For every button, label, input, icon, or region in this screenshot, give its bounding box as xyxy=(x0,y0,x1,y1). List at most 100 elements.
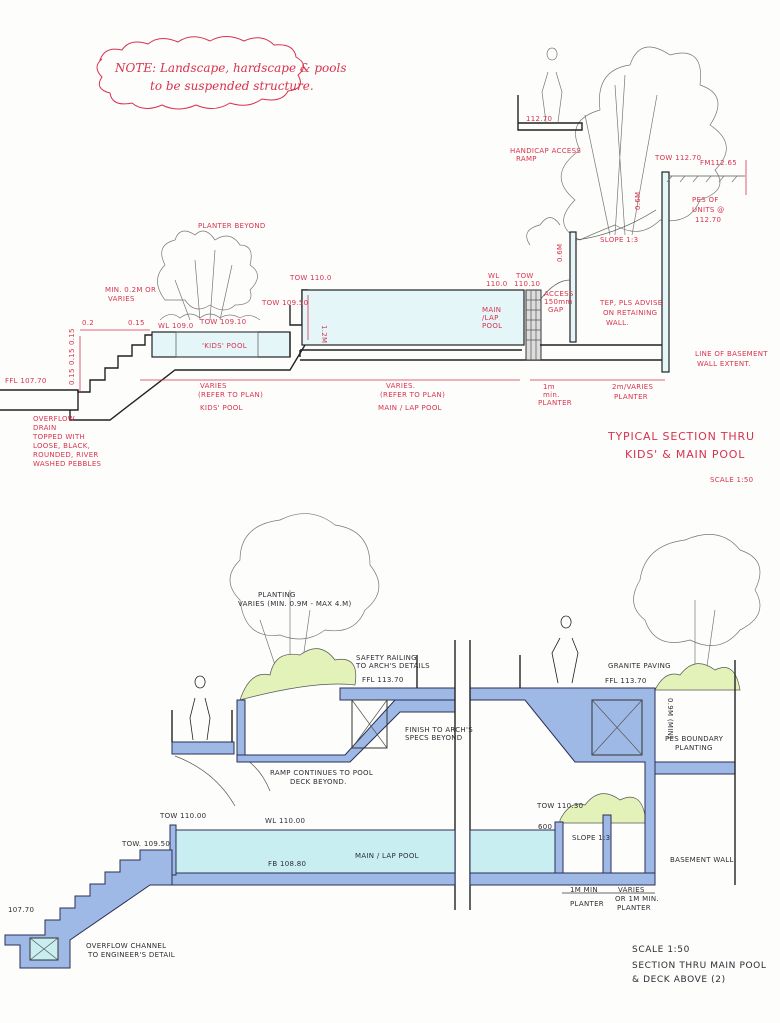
label-ffl-left: FFL 113.70 xyxy=(362,676,404,684)
bottom-section xyxy=(4,513,761,969)
handicap-ramp-outline xyxy=(517,95,583,131)
note-line-1: NOTE: Landscape, hardscape & pools xyxy=(114,61,347,75)
label-overflow-3: TOPPED WITH xyxy=(32,433,85,441)
label-dim-step3: 0.15 xyxy=(68,368,76,385)
note-line-2: to be suspended structure. xyxy=(150,79,314,93)
label-planter-2c: PLANTER xyxy=(617,904,651,912)
label-planter1-2: min. xyxy=(543,391,560,399)
label-tep-2: ON RETAINING xyxy=(603,309,657,317)
label-tep-1: TEP, PLS ADVISE xyxy=(599,299,662,307)
label-dim-step2: 0.15 xyxy=(68,348,76,365)
label-tep-3: WALL. xyxy=(606,319,629,327)
label-wl-11000: WL 110.00 xyxy=(265,817,305,825)
label-wl-main-2: 110.0 xyxy=(486,280,508,288)
label-wl-kids: WL 109.0 xyxy=(158,322,194,330)
tree-sketch xyxy=(526,46,727,246)
label-dim-06b: 0.6M xyxy=(634,192,642,210)
stairs-top xyxy=(77,334,152,393)
main-lap-pool xyxy=(301,289,525,346)
deck-slab-left xyxy=(339,687,456,701)
label-tow-11030: TOW 110.30 xyxy=(536,802,583,810)
retaining-wall-1 xyxy=(569,231,577,343)
label-planter2-2: PLANTER xyxy=(614,393,648,401)
label-dim-09-min: 0.9M (MIN) xyxy=(666,698,674,739)
label-tow-main-2: 110.10 xyxy=(514,280,540,288)
label-tow-kids: TOW 109.10 xyxy=(199,318,246,326)
label-pes-3: 112.70 xyxy=(695,216,721,224)
label-overflow-1: OVERFLOW CHANNEL xyxy=(86,942,166,950)
planter-plant-sketch xyxy=(157,230,261,321)
deck-right xyxy=(469,687,656,886)
bottom-section-title-1: SECTION THRU MAIN POOL xyxy=(632,961,766,971)
label-tow-10950: TOW 109.50 xyxy=(261,299,308,307)
label-kids-pool: 'KIDS' POOL xyxy=(202,342,247,350)
label-granite: GRANITE PAVING xyxy=(608,662,671,670)
label-handicap-2: RAMP xyxy=(516,155,537,163)
person-right xyxy=(551,615,579,684)
label-main-dim-3: MAIN / LAP POOL xyxy=(378,404,442,412)
main-lap-pool-lower xyxy=(174,829,456,874)
label-planter-2: VARIES xyxy=(618,886,645,894)
label-ffl-10770: 107.70 xyxy=(8,906,34,914)
label-main-pool: MAIN / LAP POOL xyxy=(355,852,419,860)
label-safety-1: SAFETY RAILING xyxy=(356,654,417,662)
top-section-title-1: TYPICAL SECTION THRU xyxy=(607,430,755,443)
label-ffl: FFL 107.70 xyxy=(5,377,47,385)
label-main-pool-1: MAIN xyxy=(482,306,501,314)
label-finish-2: SPECS BEYOND xyxy=(405,734,463,742)
label-overflow-4: LOOSE, BLACK, xyxy=(33,442,90,450)
label-slope: SLOPE 1:3 xyxy=(600,236,638,244)
label-fb: FB 108.80 xyxy=(268,860,306,868)
label-min-step: MIN. 0.2M OR xyxy=(105,286,156,294)
label-safety-2: TO ARCH'S DETAILS xyxy=(355,662,430,670)
label-min-step-2: VARIES xyxy=(108,295,135,303)
label-tow-11000: TOW 110.00 xyxy=(159,812,206,820)
tree-left xyxy=(229,513,380,681)
label-planter1-3: PLANTER xyxy=(538,399,572,407)
label-pes-boundary-1: PES BOUNDARY xyxy=(665,735,724,743)
label-gap-1: ACCESS xyxy=(544,290,574,298)
label-gap-2: 150mm xyxy=(544,298,573,306)
dimension-lines-top xyxy=(79,160,747,392)
label-main-pool-2: /LAP xyxy=(482,314,499,322)
label-pes-2: UNITS @ xyxy=(692,206,724,214)
label-slope: SLOPE 1:3 xyxy=(572,834,610,842)
label-main-pool-3: POOL xyxy=(482,322,502,330)
label-pes-1: PES OF xyxy=(692,196,719,204)
label-planter-2b: OR 1M MIN. xyxy=(615,895,659,903)
label-kids-dim-1: VARIES xyxy=(200,382,227,390)
label-planter-beyond: PLANTER BEYOND xyxy=(198,222,266,230)
pool-slab-left xyxy=(149,872,456,886)
label-tow-110: TOW 110.0 xyxy=(289,274,332,282)
label-overflow-5: ROUNDED, RIVER xyxy=(33,451,99,459)
label-fm: FM112.65 xyxy=(700,159,737,167)
pool-slab-right xyxy=(469,872,656,886)
label-planter-1b: PLANTER xyxy=(570,900,604,908)
label-tow-main: TOW xyxy=(515,272,534,280)
label-dim-600: 600 xyxy=(538,823,552,831)
label-dim-015: 0.15 xyxy=(128,319,145,327)
label-kids-dim-3: KIDS' POOL xyxy=(200,404,243,412)
label-basement-1: LINE OF BASEMENT xyxy=(695,350,768,358)
label-overflow-1: OVERFLOW xyxy=(33,415,75,423)
planting-lower xyxy=(559,793,646,824)
label-ramp-1: RAMP CONTINUES TO POOL xyxy=(270,769,373,777)
top-section-title-2: KIDS' & MAIN POOL xyxy=(625,448,745,461)
label-handicap-1: HANDICAP ACCESS xyxy=(510,147,581,155)
label-planter1-1: 1m xyxy=(543,383,555,391)
basement-wall xyxy=(661,171,670,373)
label-planter-1: 1M MIN xyxy=(570,886,598,894)
label-overflow-2: DRAIN xyxy=(33,424,57,432)
label-gap-3: GAP xyxy=(548,306,563,314)
label-pes-boundary-2: PLANTING xyxy=(675,744,713,752)
note-cloud: NOTE: Landscape, hardscape & pools to be… xyxy=(96,36,347,110)
label-basement-2: WALL EXTENT. xyxy=(697,360,751,368)
ground-level-left xyxy=(0,389,85,421)
person-left xyxy=(189,675,211,741)
top-section xyxy=(0,46,747,421)
label-overflow-6: WASHED PEBBLES xyxy=(33,460,102,468)
label-finish-1: FINISH TO ARCH'S xyxy=(405,726,473,734)
gabion-wall xyxy=(525,289,542,361)
planting-left xyxy=(239,648,357,701)
label-tow-10950: TOW. 109.50 xyxy=(121,840,170,848)
